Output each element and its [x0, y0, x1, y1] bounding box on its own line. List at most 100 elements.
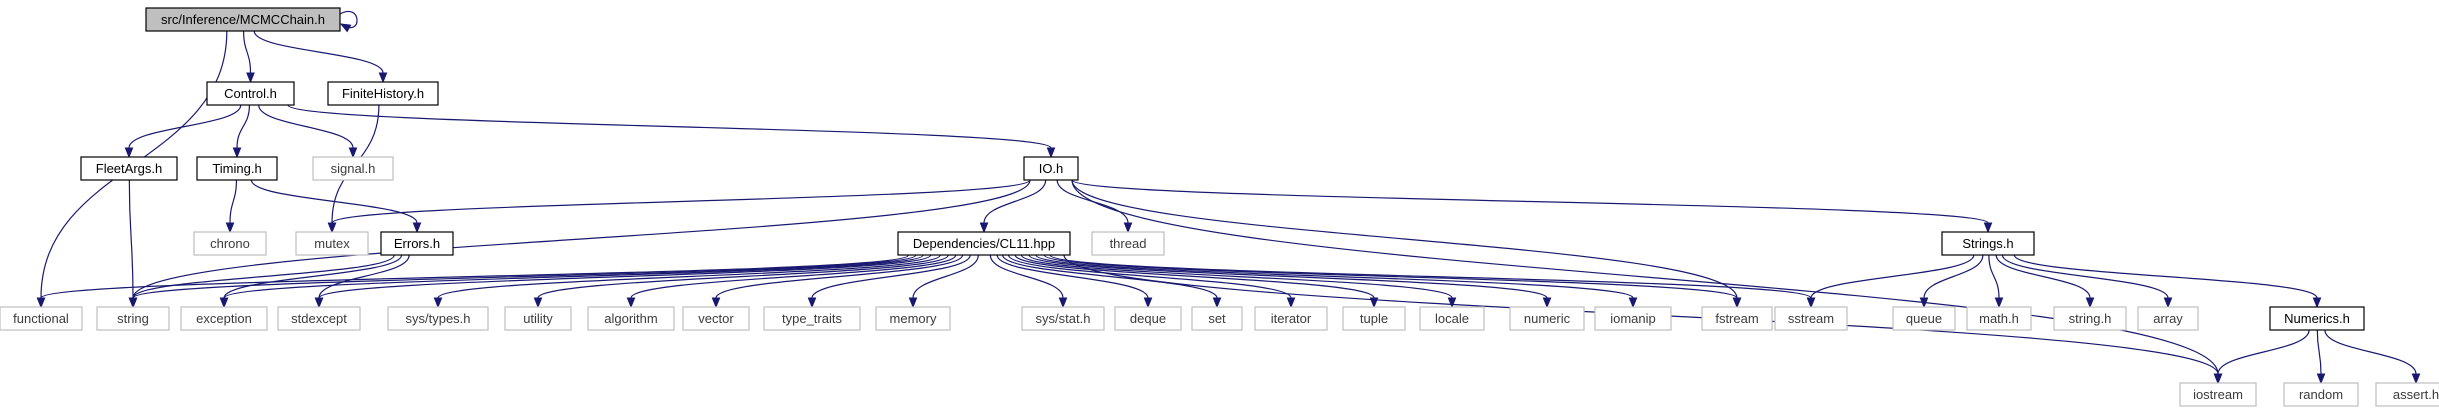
node-string-box: [96, 306, 170, 331]
node-timing-box: [196, 156, 278, 181]
node-mutex-box: [295, 231, 369, 256]
edge-numerics-to-iostream: [2213, 329, 2310, 385]
node-mcmc-label: src/Inference/MCMCChain.h: [161, 12, 325, 27]
edge-io-to-mutex: [327, 179, 1031, 234]
node-stdexcept-label: stdexcept: [291, 311, 347, 326]
node-typetraits: type_traits: [763, 306, 861, 331]
node-numeric: numeric: [1509, 306, 1585, 331]
node-exception: exception: [180, 306, 268, 331]
node-typetraits-label: type_traits: [782, 311, 842, 326]
edge-io-to-iostream: [1071, 179, 2223, 385]
node-strings-box: [1941, 231, 2035, 256]
node-mutex: mutex: [295, 231, 369, 256]
node-locale-box: [1419, 306, 1485, 331]
edge-strings-to-array: [2001, 254, 2173, 309]
node-memory-label: memory: [890, 311, 937, 326]
node-random: random: [2283, 382, 2359, 407]
node-sstream-label: sstream: [1788, 311, 1834, 326]
node-stdexcept: stdexcept: [277, 306, 361, 331]
node-stringh: string.h: [2053, 306, 2127, 331]
node-memory-box: [875, 306, 951, 331]
node-mcmc-box: [145, 7, 341, 32]
node-thread-label: thread: [1110, 236, 1147, 251]
node-vector-box: [682, 306, 750, 331]
node-typetraits-box: [763, 306, 861, 331]
node-errors-box: [380, 231, 454, 256]
edge-control-to-fleetargs: [124, 104, 242, 159]
node-deque-label: deque: [1130, 311, 1166, 326]
node-functional-box: [0, 306, 83, 331]
node-signal-label: signal.h: [331, 161, 376, 176]
node-errors[interactable]: Errors.h: [380, 231, 454, 256]
node-strings-label: Strings.h: [1962, 236, 2013, 251]
node-iomanip-box: [1594, 306, 1672, 331]
node-string-label: string: [117, 311, 149, 326]
node-thread-box: [1091, 231, 1165, 256]
edge-io-to-strings: [1071, 179, 1993, 234]
node-tuple: tuple: [1342, 306, 1406, 331]
edge-io-to-cl11: [979, 179, 1047, 234]
node-asserth-box: [2375, 382, 2439, 407]
node-queue: queue: [1892, 306, 1956, 331]
node-queue-box: [1892, 306, 1956, 331]
node-control-label: Control.h: [224, 86, 277, 101]
node-systypes: sys/types.h: [387, 306, 489, 331]
edge-timing-to-chrono: [225, 179, 238, 234]
node-algorithm-label: algorithm: [604, 311, 657, 326]
node-cl11[interactable]: Dependencies/CL11.hpp: [897, 231, 1071, 256]
node-fleetargs-box: [80, 156, 178, 181]
node-tuple-label: tuple: [1360, 311, 1388, 326]
node-locale: locale: [1419, 306, 1485, 331]
node-sstream-box: [1774, 306, 1848, 331]
node-mcmc[interactable]: src/Inference/MCMCChain.h: [145, 7, 341, 32]
node-iomanip: iomanip: [1594, 306, 1672, 331]
edge-strings-to-mathh: [1988, 254, 2004, 309]
node-algorithm: algorithm: [587, 306, 675, 331]
edge-cl11-to-sstream: [1049, 254, 1816, 309]
edge-cl11-to-iomanip: [1035, 254, 1638, 309]
edge-strings-to-stringh: [1995, 254, 2095, 309]
node-random-box: [2283, 382, 2359, 407]
node-deque: deque: [1114, 306, 1182, 331]
node-finite[interactable]: FiniteHistory.h: [327, 81, 439, 106]
edge-cl11-to-memory: [908, 254, 979, 309]
node-stringh-box: [2053, 306, 2127, 331]
node-set-label: set: [1208, 311, 1226, 326]
node-numeric-label: numeric: [1524, 311, 1571, 326]
node-asserth-label: assert.h: [2393, 387, 2439, 402]
edge-cl11-to-iterator: [1007, 254, 1296, 309]
node-timing[interactable]: Timing.h: [196, 156, 278, 181]
node-chrono: chrono: [193, 231, 267, 256]
edge-mcmc-to-control: [243, 30, 255, 84]
node-strings[interactable]: Strings.h: [1941, 231, 2035, 256]
edge-cl11-to-functional: [36, 254, 910, 309]
node-cl11-label: Dependencies/CL11.hpp: [913, 236, 1055, 251]
edge-cl11-to-deque: [996, 254, 1153, 309]
node-fleetargs[interactable]: FleetArgs.h: [80, 156, 178, 181]
node-numerics-label: Numerics.h: [2284, 311, 2350, 326]
edge-cl11-to-numeric: [1028, 254, 1552, 309]
node-locale-label: locale: [1435, 311, 1469, 326]
node-set-box: [1191, 306, 1243, 331]
node-sysstat: sys/stat.h: [1021, 306, 1105, 331]
node-string: string: [96, 306, 170, 331]
edge-cl11-to-string: [128, 254, 917, 309]
edge-numerics-to-random: [2316, 329, 2326, 385]
node-fstream-box: [1701, 306, 1773, 331]
edge-strings-to-numerics: [2013, 254, 2322, 309]
node-algorithm-box: [587, 306, 675, 331]
node-array-box: [2137, 306, 2199, 331]
node-iterator-label: iterator: [1271, 311, 1312, 326]
node-numerics[interactable]: Numerics.h: [2269, 306, 2365, 331]
node-iostream-label: iostream: [2193, 387, 2243, 402]
node-mathh-box: [1966, 306, 2032, 331]
node-control[interactable]: Control.h: [206, 81, 295, 106]
edge-cl11-to-typetraits: [807, 254, 971, 309]
edge-cl11-to-systypes: [433, 254, 941, 309]
node-utility: utility: [504, 306, 572, 331]
edge-mcmc-to-mcmc: [339, 11, 358, 33]
node-io[interactable]: IO.h: [1023, 156, 1079, 181]
edge-strings-to-queue: [1919, 254, 1984, 309]
